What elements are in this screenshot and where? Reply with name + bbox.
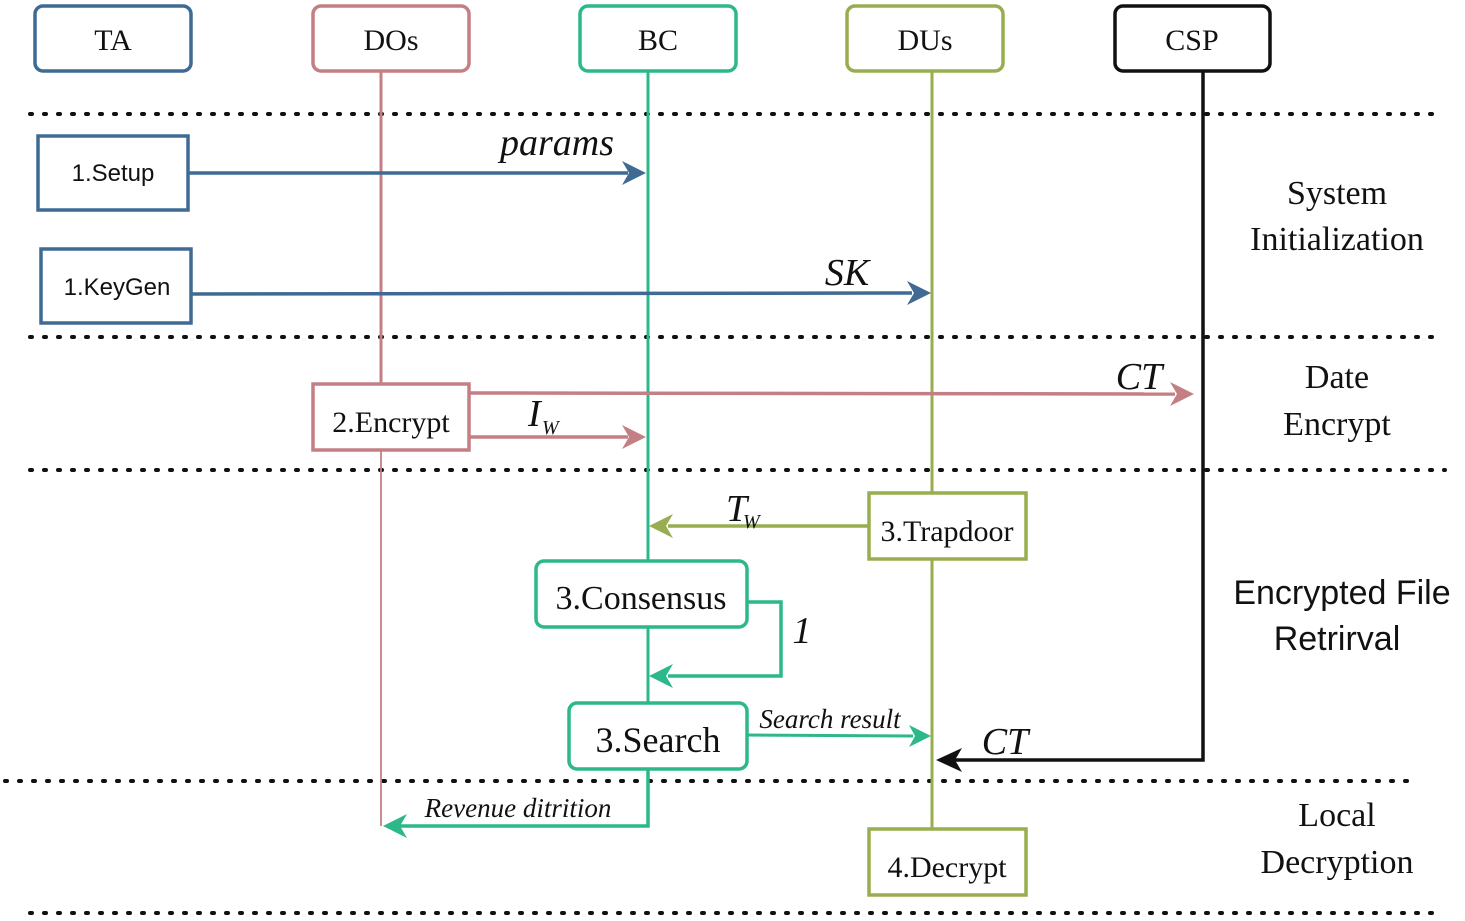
arrowhead-revenue — [383, 814, 407, 838]
label-iw: I W — [527, 393, 561, 439]
participant-csp-label: CSP — [1165, 24, 1218, 57]
step-keygen-label: 1.KeyGen — [64, 274, 171, 301]
step-keygen: 1.KeyGen — [39, 247, 193, 325]
step-consensus-label: 3.Consensus — [556, 580, 727, 617]
csp-lifeline — [950, 72, 1205, 762]
label-ct-dus: CT — [982, 721, 1031, 763]
label-params: params — [497, 122, 614, 164]
arrowhead-iw — [622, 425, 646, 449]
participant-bc-label: BC — [638, 24, 678, 57]
arrow-search-result — [746, 733, 914, 738]
label-tw: T W — [726, 488, 762, 533]
participant-dus: DUs — [845, 4, 1005, 73]
label-iw-main: I — [527, 393, 543, 435]
label-revenue: Revenue ditrition — [424, 793, 612, 823]
participant-dus-label: DUs — [897, 24, 952, 57]
arrow-sk — [190, 291, 913, 296]
label-tw-sub: W — [743, 511, 762, 533]
arrow-consensus-loop — [668, 600, 783, 678]
arrowhead-params — [622, 161, 646, 185]
arrowhead-ct-dus — [936, 748, 962, 772]
phase-file-retrieval-line2: Retrirval — [1274, 620, 1401, 658]
step-boxes: 1.Setup 1.KeyGen 2.Encrypt 3.Trapdoor 3.… — [36, 134, 1028, 897]
participant-csp: CSP — [1113, 4, 1272, 73]
phase-labels: System Initialization Date Encrypt Encry… — [1233, 175, 1450, 881]
phase-data-encrypt-line2: Encrypt — [1283, 406, 1391, 443]
step-search: 3.Search — [567, 701, 749, 771]
label-ct-csp: CT — [1116, 356, 1165, 398]
step-decrypt: 4.Decrypt — [867, 827, 1028, 897]
participants: TA DOs BC DUs CSP — [33, 4, 1272, 73]
step-encrypt: 2.Encrypt — [311, 382, 471, 452]
participant-ta-label: TA — [94, 24, 132, 57]
message-arrows — [188, 161, 1194, 838]
phase-file-retrieval-line1: Encrypted File — [1233, 574, 1450, 612]
participant-bc: BC — [578, 4, 738, 73]
label-iw-sub: W — [542, 417, 561, 439]
step-trapdoor: 3.Trapdoor — [867, 491, 1028, 561]
phase-local-decrypt-line2: Decryption — [1261, 844, 1414, 881]
label-sk: SK — [825, 252, 871, 294]
arrowhead-sk — [907, 281, 931, 305]
step-setup-label: 1.Setup — [72, 160, 155, 187]
label-tw-main: T — [726, 488, 750, 530]
participant-ta: TA — [33, 4, 193, 73]
arrowhead-search-result — [909, 725, 931, 747]
phase-system-init-line1: System — [1287, 175, 1387, 212]
arrow-ct-csp — [468, 391, 1176, 396]
phase-separators — [3, 112, 1447, 915]
label-consensus-loop: 1 — [793, 610, 812, 652]
lifelines — [379, 72, 1205, 829]
step-decrypt-label: 4.Decrypt — [887, 851, 1007, 884]
arrowhead-tw — [649, 514, 673, 538]
step-trapdoor-label: 3.Trapdoor — [880, 515, 1013, 548]
participant-dos-label: DOs — [363, 24, 418, 57]
step-encrypt-label: 2.Encrypt — [332, 406, 450, 439]
phase-local-decrypt-line1: Local — [1298, 797, 1375, 834]
label-search-result: Search result — [759, 704, 902, 734]
phase-data-encrypt-line1: Date — [1305, 359, 1369, 396]
step-consensus: 3.Consensus — [534, 559, 749, 629]
step-setup: 1.Setup — [36, 134, 190, 212]
arrowhead-consensus-loop — [649, 664, 673, 688]
arrow-revenue — [400, 769, 650, 828]
phase-system-init-line2: Initialization — [1250, 221, 1424, 258]
step-search-label: 3.Search — [596, 720, 721, 760]
participant-dos: DOs — [311, 4, 471, 73]
arrowhead-ct-csp — [1170, 382, 1194, 406]
message-labels: params SK CT I W T W 1 Search result CT … — [424, 122, 1165, 823]
